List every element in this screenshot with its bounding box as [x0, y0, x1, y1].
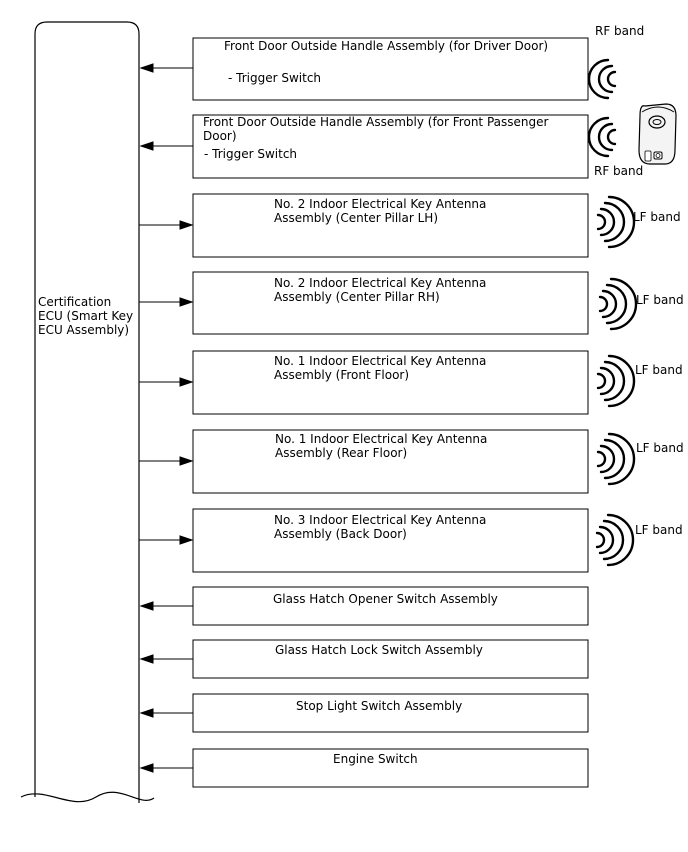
component-label: Engine Switch — [333, 752, 418, 766]
ecu-column — [20, 21, 155, 803]
arrow-to-ecu — [139, 763, 193, 773]
radio-wave-icon — [587, 116, 617, 158]
component-antenna-rear-floor: No. 1 Indoor Electrical Key Antenna Asse… — [192, 429, 589, 494]
component-stop-light: Stop Light Switch Assembly — [192, 693, 589, 733]
component-label: No. 1 Indoor Electrical Key Antenna Asse… — [275, 432, 491, 460]
ecu-label: Certification ECU (Smart Key ECU Assembl… — [38, 295, 137, 337]
component-label: Front Door Outside Handle Assembly (for … — [203, 115, 552, 161]
component-antenna-front-floor: No. 1 Indoor Electrical Key Antenna Asse… — [192, 350, 589, 415]
component-front-door-driver: Front Door Outside Handle Assembly (for … — [192, 37, 589, 101]
radio-wave-icon — [596, 354, 636, 408]
component-front-door-passenger: Front Door Outside Handle Assembly (for … — [192, 114, 589, 179]
radio-wave-icon — [596, 195, 636, 249]
radio-wave-icon — [596, 432, 636, 486]
signal-arrows — [139, 63, 194, 773]
arrow-from-ecu — [139, 377, 194, 387]
lf-band-label: LF band — [636, 293, 684, 307]
lf-band-label: LF band — [635, 363, 683, 377]
lf-band-label: LF band — [633, 210, 681, 224]
arrow-to-ecu — [139, 654, 193, 664]
key-fob-icon — [638, 103, 677, 165]
component-label: No. 3 Indoor Electrical Key Antenna Asse… — [274, 513, 490, 541]
radio-wave-icon — [595, 513, 635, 567]
rf-band-label: RF band — [595, 24, 644, 38]
component-label: Glass Hatch Lock Switch Assembly — [275, 643, 483, 657]
arrow-from-ecu — [139, 220, 194, 230]
component-label: No. 2 Indoor Electrical Key Antenna Asse… — [274, 276, 490, 304]
radio-wave-icon — [598, 277, 638, 331]
component-label: No. 2 Indoor Electrical Key Antenna Asse… — [274, 197, 490, 225]
arrow-from-ecu — [139, 297, 194, 307]
component-glass-hatch-opener: Glass Hatch Opener Switch Assembly — [192, 586, 589, 626]
lf-band-label: LF band — [635, 523, 683, 537]
component-antenna-center-pillar-rh: No. 2 Indoor Electrical Key Antenna Asse… — [192, 271, 589, 335]
component-antenna-center-pillar-lh: No. 2 Indoor Electrical Key Antenna Asse… — [192, 193, 589, 258]
lf-band-label: LF band — [636, 441, 684, 455]
component-glass-hatch-lock: Glass Hatch Lock Switch Assembly — [192, 639, 589, 679]
arrow-to-ecu — [139, 141, 193, 151]
arrow-to-ecu — [139, 601, 193, 611]
arrow-from-ecu — [139, 535, 194, 545]
rf-band-label: RF band — [594, 164, 643, 178]
radio-wave-icon — [587, 58, 617, 100]
component-label: Glass Hatch Opener Switch Assembly — [273, 592, 498, 606]
component-label: Stop Light Switch Assembly — [296, 699, 462, 713]
arrow-to-ecu — [139, 63, 193, 73]
component-label: Front Door Outside Handle Assembly (for … — [224, 39, 552, 85]
arrow-from-ecu — [139, 456, 194, 466]
component-antenna-back-door: No. 3 Indoor Electrical Key Antenna Asse… — [192, 508, 589, 573]
arrow-to-ecu — [139, 708, 193, 718]
component-label: No. 1 Indoor Electrical Key Antenna Asse… — [274, 354, 490, 382]
component-engine-switch: Engine Switch — [192, 748, 589, 788]
